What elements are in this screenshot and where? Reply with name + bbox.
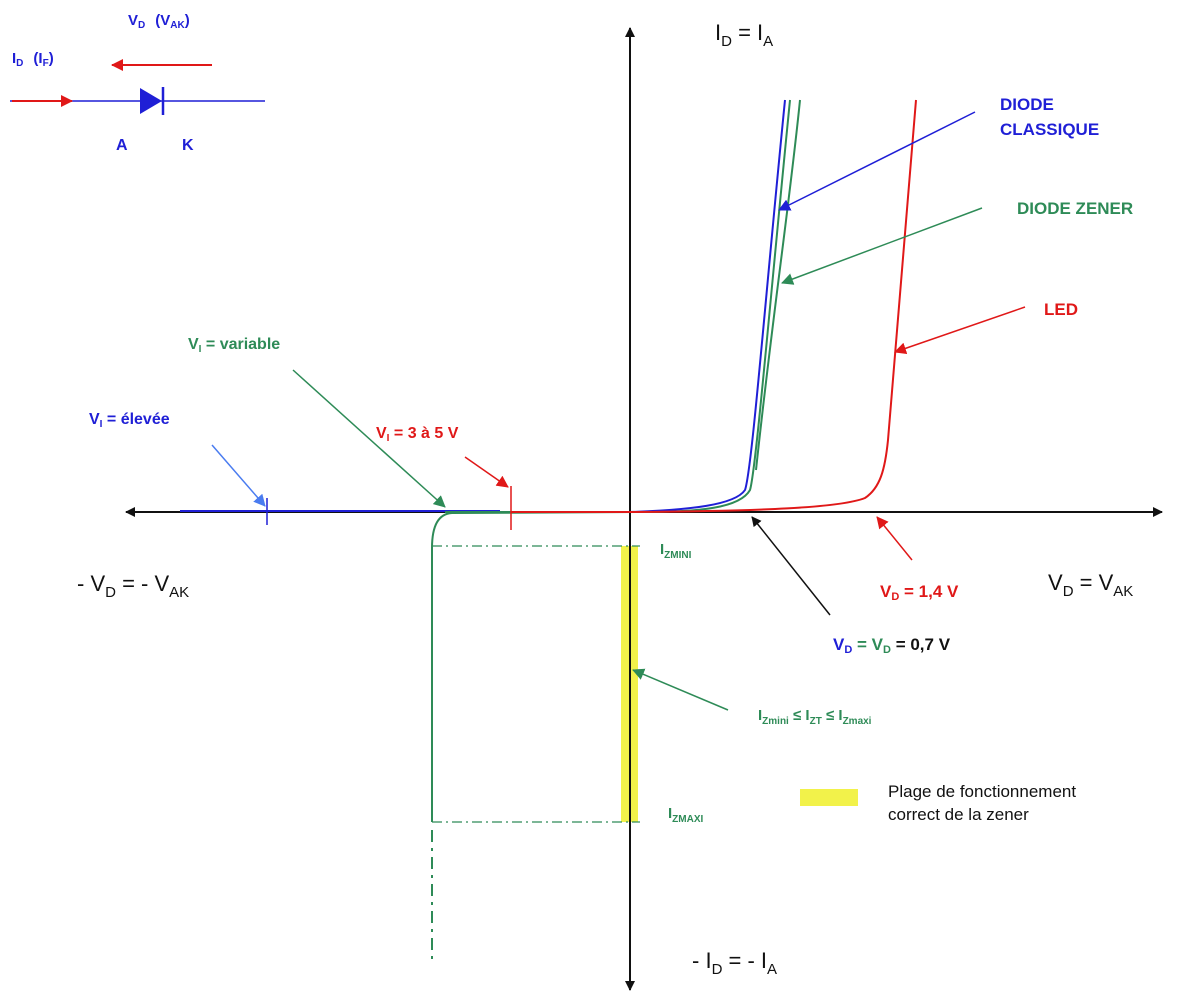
vi-variable-label: VI = variable — [188, 336, 280, 355]
diode-classique-forward-curve — [629, 99, 786, 513]
zener-curve — [431, 99, 791, 822]
vd-07-label: VD = VD = 0,7 V — [833, 635, 951, 656]
legend-line2: correct de la zener — [888, 805, 1029, 824]
izt-range-label: IZmini ≤ IZT ≤ IZmaxi — [758, 707, 872, 727]
led-label: LED — [1044, 300, 1078, 319]
vd-14-label: VD = 1,4 V — [880, 582, 959, 603]
cathode-label: K — [182, 137, 194, 154]
diode-symbol — [10, 59, 265, 115]
izmaxi-label: IZMAXI — [668, 805, 704, 825]
diode-zener-pointer — [781, 207, 983, 285]
vi-elevee-label: VI = élevée — [89, 411, 170, 430]
legend-line1: Plage de fonctionnement — [888, 782, 1076, 801]
diode-classique-label-line1: DIODE — [1000, 95, 1054, 114]
x-axis-negative-label: - VD = - VAK — [77, 571, 189, 601]
y-axis-positive-label: ID = IA — [715, 20, 773, 50]
id-if-label: ID(IF) — [12, 50, 54, 69]
led-pointer — [894, 306, 1026, 355]
zener-curve-right-branch — [755, 99, 801, 471]
izmini-label: IZMINI — [660, 541, 692, 561]
vd-14-pointer — [876, 516, 913, 561]
vi-3a5-label: VI = 3 à 5 V — [376, 425, 459, 444]
diode-classique-label-line2: CLASSIQUE — [1000, 120, 1099, 139]
vd-vak-label: VD(VAK) — [128, 12, 190, 31]
vi-variable-pointer — [292, 369, 446, 508]
x-axis-positive-label: VD = VAK — [1048, 570, 1133, 600]
izt-range-pointer — [632, 668, 729, 711]
led-forward-curve — [629, 99, 917, 513]
diode-zener-label: DIODE ZENER — [1017, 199, 1133, 218]
diode-classique-pointer — [778, 111, 976, 211]
vi-elevee-pointer — [211, 444, 266, 507]
legend-yellow-swatch — [800, 789, 858, 806]
diode-triangle-icon — [140, 88, 162, 114]
vi-3a5-pointer — [464, 456, 509, 488]
vd-07-pointer — [751, 516, 831, 616]
anode-label: A — [116, 137, 128, 154]
y-axis-negative-label: - ID = - IA — [692, 948, 777, 978]
